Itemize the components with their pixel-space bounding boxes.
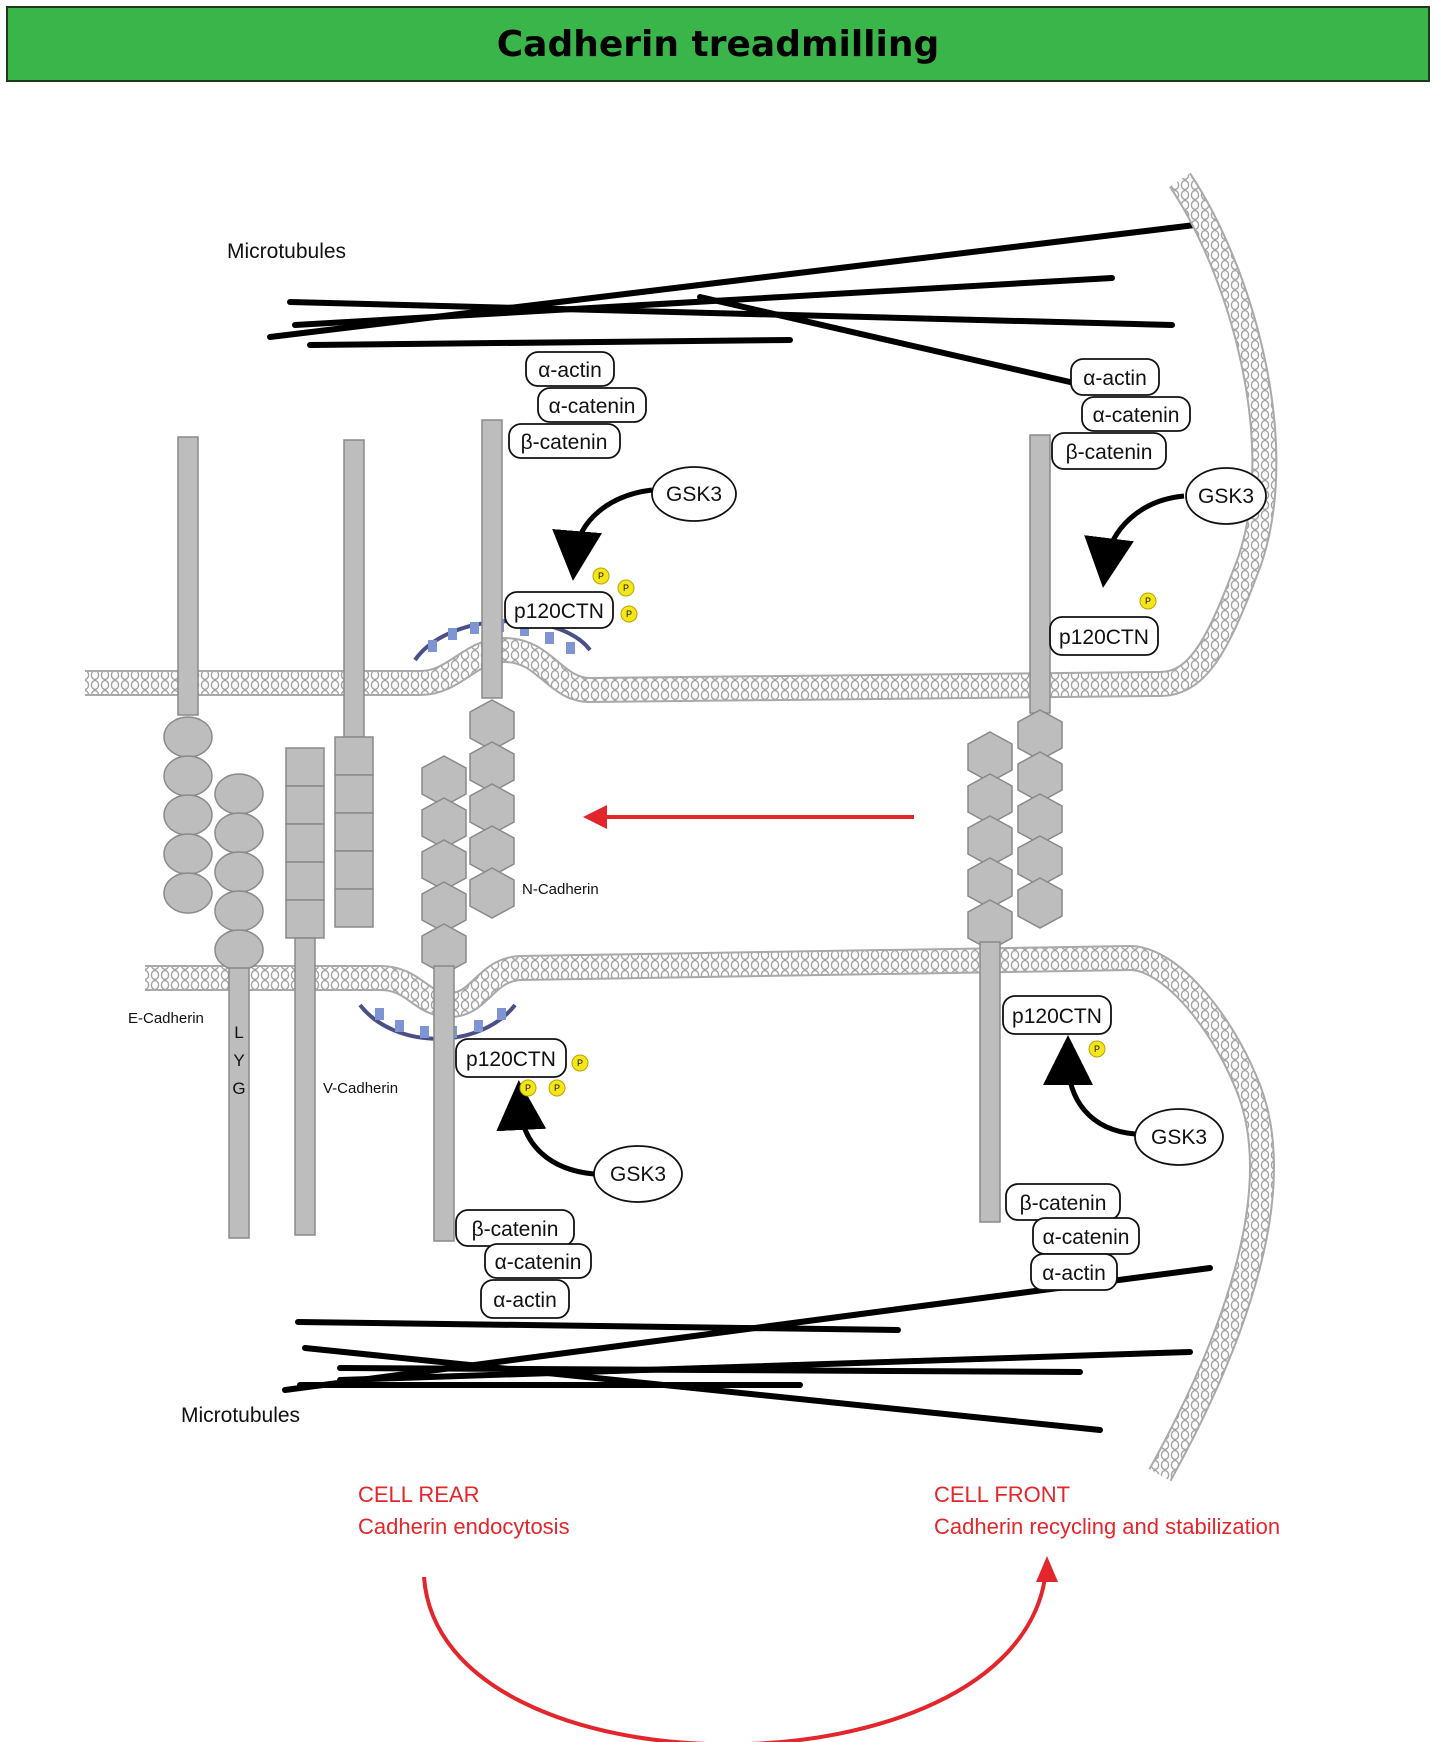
phosphate-labels: P P P P P P P P [525, 571, 1151, 1093]
microtubules-top [267, 222, 1198, 385]
cell-rear-subtitle: Cadherin endocytosis [358, 1514, 570, 1539]
gsk3-rear-lower: GSK3 [610, 1163, 666, 1186]
svg-text:P: P [525, 1083, 531, 1093]
microtubules-bottom [282, 1265, 1213, 1433]
n-cadherin-rear [421, 419, 515, 1242]
beta-catenin-front-lower: β-catenin [1020, 1192, 1107, 1215]
p120-rear-lower: p120CTN [466, 1048, 556, 1071]
cell-front-subtitle: Cadherin recycling and stabilization [934, 1514, 1280, 1539]
svg-text:P: P [623, 583, 629, 593]
n-cadherin-front [967, 434, 1063, 1223]
p120-front-lower: p120CTN [1012, 1005, 1102, 1028]
cell-front-title: CELL FRONT [934, 1482, 1070, 1507]
p120-front-upper: p120CTN [1059, 626, 1149, 649]
gsk3-front-lower: GSK3 [1151, 1126, 1207, 1149]
svg-text:P: P [1145, 596, 1151, 606]
beta-catenin-front-upper: β-catenin [1066, 441, 1153, 464]
v-cadherin [285, 439, 374, 1236]
beta-catenin-rear-lower: β-catenin [472, 1218, 559, 1241]
v-cadherin-label: V-Cadherin [323, 1080, 398, 1097]
gsk3-arrows [496, 487, 1185, 1177]
alpha-catenin-front-upper: α-catenin [1093, 404, 1180, 427]
e-cadherin-label: E-Cadherin [128, 1010, 204, 1027]
svg-text:P: P [626, 609, 632, 619]
svg-text:L: L [234, 1023, 243, 1042]
title-banner: Cadherin treadmilling [6, 6, 1430, 82]
svg-text:P: P [598, 571, 604, 581]
protein-stack-front-upper [1049, 358, 1191, 656]
n-cadherin-label: N-Cadherin [522, 881, 599, 898]
gsk3-front-upper: GSK3 [1198, 485, 1254, 508]
alpha-catenin-rear-upper: α-catenin [549, 395, 636, 418]
microtubules-bottom-label: Microtubules [181, 1404, 300, 1427]
svg-text:P: P [577, 1058, 583, 1068]
beta-catenin-rear-upper: β-catenin [521, 431, 608, 454]
svg-text:G: G [232, 1079, 245, 1098]
cell-rear-title: CELL REAR [358, 1482, 479, 1507]
alpha-actin-rear-lower: α-actin [493, 1289, 557, 1312]
alpha-catenin-rear-lower: α-catenin [495, 1251, 582, 1274]
gsk3-nodes [593, 466, 1267, 1203]
page-title: Cadherin treadmilling [496, 23, 940, 65]
treadmill-direction-arrow [583, 805, 914, 829]
protein-stack-front-lower [1002, 995, 1140, 1291]
alpha-actin-rear-upper: α-actin [538, 359, 602, 382]
gsk3-rear-upper: GSK3 [666, 483, 722, 506]
lyg-motif: L Y G [232, 1023, 245, 1098]
svg-text:Y: Y [233, 1051, 244, 1070]
e-cadherin [163, 436, 264, 1239]
svg-text:P: P [1094, 1044, 1100, 1054]
alpha-actin-front-lower: α-actin [1042, 1262, 1106, 1285]
p120-rear-upper: p120CTN [514, 600, 604, 623]
alpha-catenin-front-lower: α-catenin [1043, 1226, 1130, 1249]
phosphate-groups [519, 567, 1157, 1097]
protein-stack-rear-lower [455, 1038, 592, 1319]
protein-stack-rear-upper [504, 351, 647, 629]
microtubules-top-label: Microtubules [227, 240, 346, 263]
alpha-actin-front-upper: α-actin [1083, 367, 1147, 390]
svg-text:P: P [554, 1083, 560, 1093]
recycling-arrow [422, 1556, 1058, 1742]
